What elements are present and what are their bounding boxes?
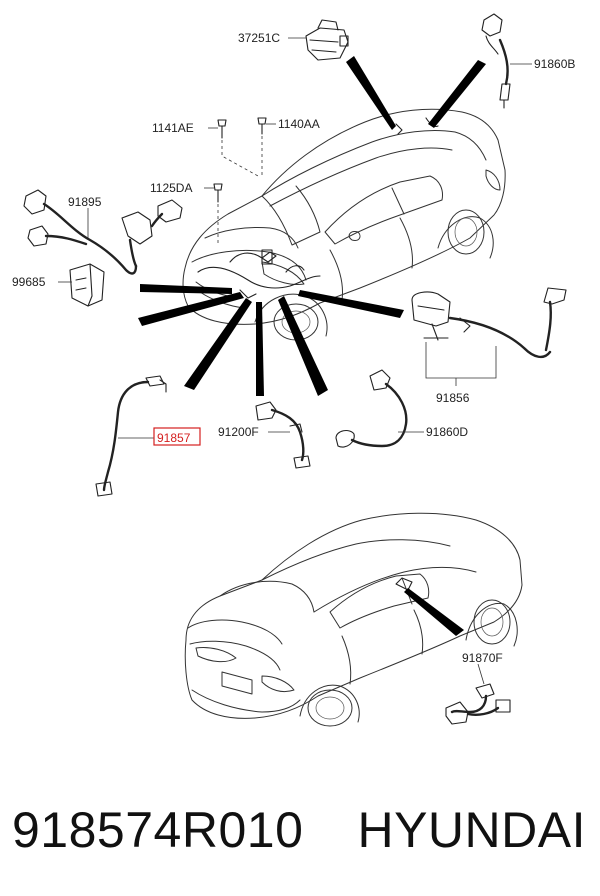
label-91200F[interactable]: 91200F <box>218 425 259 439</box>
footer: 918574R010 HYUNDAI <box>0 790 600 880</box>
label-91870F[interactable]: 91870F <box>462 651 503 665</box>
part-91895 <box>23 189 183 275</box>
car-rear-view <box>184 512 523 727</box>
part-91860B <box>481 13 511 109</box>
label-37251C[interactable]: 37251C <box>238 31 280 45</box>
label-91895[interactable]: 91895 <box>68 195 102 209</box>
label-91860D[interactable]: 91860D <box>426 425 468 439</box>
car-front-view <box>182 108 506 341</box>
label-91857[interactable]: 91857 <box>157 431 191 445</box>
part-number: 918574R010 <box>12 802 304 858</box>
label-1125DA[interactable]: 1125DA <box>150 181 192 195</box>
wiring-diagram: 37251C 91860B 1141AE 1140AA 1125DA 91895… <box>12 13 575 727</box>
highlight-box <box>153 427 201 446</box>
pointer-wedges <box>138 56 486 636</box>
part-91870F <box>445 683 511 725</box>
label-91860B[interactable]: 91860B <box>534 57 575 71</box>
brand-name: HYUNDAI <box>357 802 586 858</box>
part-91856 <box>411 287 567 359</box>
callout-labels: 37251C 91860B 1141AE 1140AA 1125DA 91895… <box>12 31 575 665</box>
label-1140AA[interactable]: 1140AA <box>278 117 320 131</box>
leader-lines <box>58 37 532 685</box>
label-91856[interactable]: 91856 <box>436 391 470 405</box>
part-91860D <box>335 369 408 448</box>
bolts <box>213 117 267 244</box>
part-91857 <box>95 375 167 497</box>
label-1141AE[interactable]: 1141AE <box>152 121 194 135</box>
part-37251C <box>305 19 349 61</box>
label-99685[interactable]: 99685 <box>12 275 46 289</box>
part-99685 <box>69 263 105 307</box>
part-91200F <box>255 401 311 469</box>
